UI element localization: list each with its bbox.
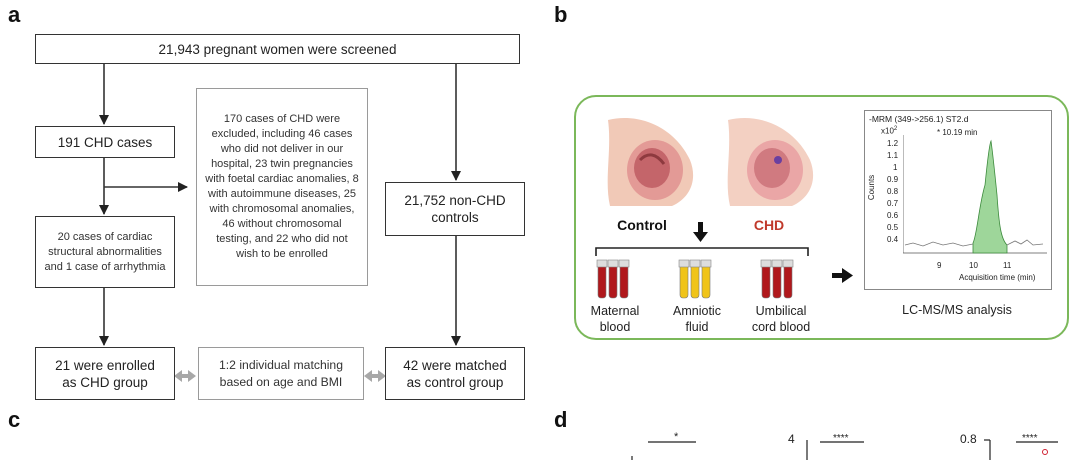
chromatogram-title: -MRM (349->256.1) ST2.d [869,114,969,124]
baseline-trace [904,239,1044,247]
structural-text: 20 cases of cardiac structural abnormali… [44,230,166,273]
amniotic-fluid-label: Amniotic fluid [673,304,721,334]
matched-text: 42 were matched as control group [403,357,507,390]
panel-d-sig-2: **** [833,433,849,444]
x-axis-label: Acquisition time (min) [959,273,1036,282]
matched-box: 42 were matched as control group [385,347,525,400]
structural-box: 20 cases of cardiac structural abnormali… [35,216,175,288]
panel-label-a: a [8,2,21,27]
panel-d-ytick-4: 4 [788,432,795,446]
down-arrow-icon [693,222,708,242]
chd-label: CHD [753,217,785,233]
y-tick-3: 1 [893,163,898,172]
chromatogram-panel: -MRM (349->256.1) ST2.d x102 * 10.19 min… [864,110,1052,290]
peak-area [972,139,1008,254]
maternal-blood-label: Maternal blood [590,304,640,334]
panel-label-d: d [554,407,568,432]
y-tick-9: 0.4 [887,235,899,244]
panel-label-b: b [554,2,568,27]
scale-base: x10 [881,126,894,136]
chd-pregnancy-illustration [727,117,814,206]
panel-d-ytick-08: 0.8 [960,432,977,446]
amniotic-fluid-tubes-icon [678,259,712,299]
sample-bracket [595,247,809,256]
cord-blood-label: Umbilical cord blood [751,304,811,334]
maternal-blood-tubes-icon [596,259,630,299]
screened-box: 21,943 pregnant women were screened [35,34,520,64]
right-arrow-icon [832,268,853,283]
matching-text: 1:2 individual matching based on age and… [219,357,343,389]
y-tick-4: 0.9 [887,175,899,184]
peak-label: * 10.19 min [937,128,978,137]
panel-d-sig-1: * [674,431,679,443]
panel-d-sig-3: **** [1022,433,1038,444]
y-tick-5: 0.8 [887,187,899,196]
chd-cases-text: 191 CHD cases [57,134,153,150]
y-tick-8: 0.5 [887,223,899,232]
control-label: Control [617,217,667,233]
non-chd-text: 21,752 non-CHD controls [404,193,506,225]
matching-box: 1:2 individual matching based on age and… [198,347,364,400]
enrolled-box: 21 were enrolled as CHD group [35,347,175,400]
non-chd-box: 21,752 non-CHD controls [385,182,525,236]
panel-label-c: c [8,407,21,432]
chd-cases-box: 191 CHD cases [35,126,175,158]
screened-text: 21,943 pregnant women were screened [158,41,397,57]
cord-blood-tubes-icon [760,259,794,299]
excluded-box: 170 cases of CHD were excluded, includin… [196,88,368,286]
scale-exponent: 2 [893,126,898,132]
x-tick-11: 11 [1003,261,1012,270]
lcms-label: LC-MS/MS analysis [902,303,1012,317]
control-pregnancy-illustration [607,117,694,206]
y-tick-6: 0.7 [887,199,899,208]
y-tick-1: 1.2 [887,139,899,148]
workflow-frame [574,95,1069,340]
x-tick-9: 9 [937,261,942,270]
excluded-text: 170 cases of CHD were excluded, includin… [205,113,359,260]
chromatogram-scale: x102 [881,126,897,136]
enrolled-text: 21 were enrolled as CHD group [55,357,155,390]
chromatogram-plot [903,135,1047,254]
y-tick-7: 0.6 [887,211,899,220]
x-tick-10: 10 [969,261,978,270]
y-tick-2: 1.1 [887,151,899,160]
